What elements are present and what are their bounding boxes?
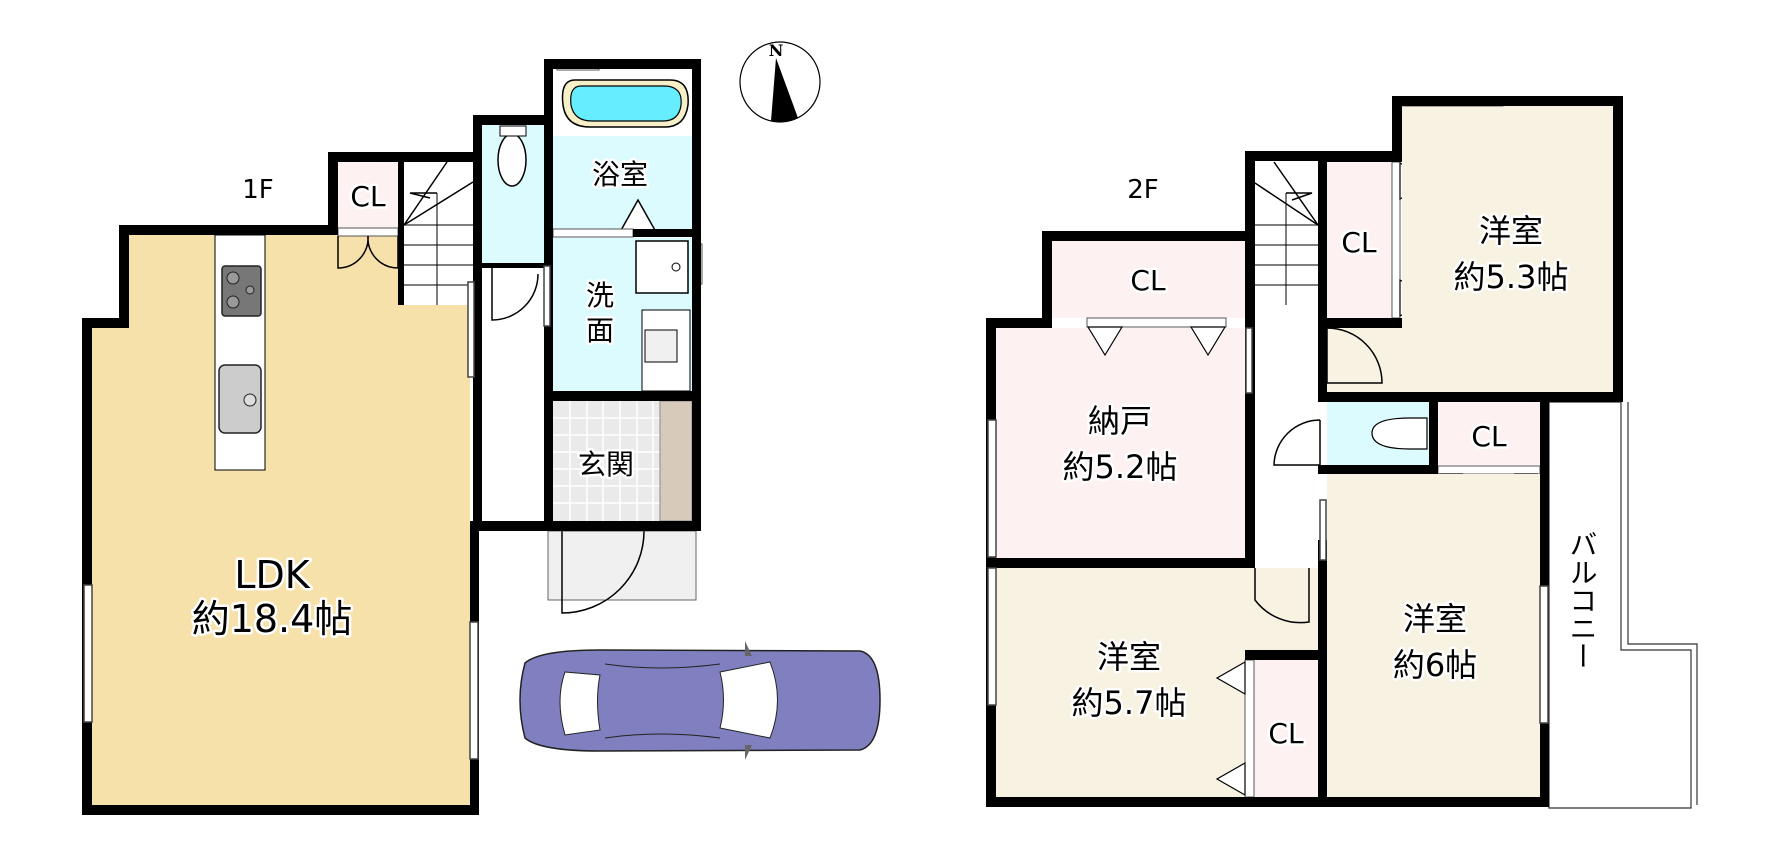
sink-icon	[218, 364, 262, 434]
room-cl-2f-top	[1052, 241, 1245, 318]
room-area-ldk: 約18.4帖	[192, 597, 353, 641]
toilet-icon	[497, 133, 527, 187]
room-label-cl-2f-right: CL	[1341, 226, 1377, 259]
stove-icon	[221, 265, 262, 317]
car-icon	[519, 641, 881, 760]
room-cl-2f-mid	[1438, 402, 1540, 465]
room-label-western-6: 洋室	[1403, 600, 1467, 638]
room-cl-2f-right	[1327, 162, 1392, 318]
room-western-6	[1327, 474, 1540, 797]
room-area-western-53: 約5.3帖	[1454, 258, 1569, 296]
room-label-western-57: 洋室	[1097, 638, 1161, 676]
window	[987, 567, 997, 706]
room-label-cl-2f-bottom: CL	[1268, 717, 1304, 750]
room-label-western-53: 洋室	[1479, 212, 1543, 250]
window	[1245, 327, 1253, 394]
window	[83, 584, 93, 723]
room-label-washroom-2: 面	[586, 314, 614, 347]
stairs-2f	[1254, 161, 1319, 305]
floor-1f: 1F CL 浴室 洗 面 玄関 LDK 約18.4帖	[82, 59, 703, 815]
room-label-cl-2f-top: CL	[1130, 264, 1166, 297]
floor-label-2f: 2F	[1127, 175, 1159, 205]
north-compass: N	[739, 41, 821, 123]
window	[987, 419, 997, 558]
room-storage	[996, 328, 1245, 558]
north-arrow-icon	[771, 58, 798, 122]
room-label-entrance: 玄関	[578, 448, 634, 481]
room-ldk	[92, 222, 470, 805]
room-western-53	[1327, 106, 1613, 392]
room-label-balcony: バルコニー	[1566, 530, 1599, 670]
room-label-ldk: LDK	[234, 553, 310, 597]
window	[469, 621, 479, 760]
room-label-cl-1f: CL	[350, 180, 386, 213]
room-label-washroom-1: 洗	[586, 279, 614, 312]
room-label-storage: 納戸	[1088, 402, 1152, 440]
room-hall-2f	[1255, 305, 1318, 560]
window	[1539, 585, 1549, 724]
window	[467, 281, 475, 378]
room-area-western-57: 約5.7帖	[1072, 684, 1187, 722]
floor-2f: 2F CL CL 洋室 約5.3帖 納戸 約5.2帖 CL 洋室 約5.7帖 C…	[986, 96, 1698, 809]
room-western-57	[996, 568, 1318, 797]
stairs-1f	[403, 161, 474, 305]
window	[1319, 499, 1327, 561]
porch	[547, 530, 697, 601]
toilet-icon	[1371, 417, 1428, 450]
room-cl-1f	[338, 162, 398, 228]
floor-label-1f: 1F	[242, 175, 274, 205]
svg-text:N: N	[769, 41, 784, 60]
room-label-cl-2f-mid: CL	[1471, 420, 1507, 453]
room-cl-2f-bottom	[1254, 660, 1318, 797]
room-label-bath: 浴室	[592, 158, 648, 191]
room-area-storage: 約5.2帖	[1063, 448, 1178, 486]
window	[543, 265, 551, 327]
room-area-western-6: 約6帖	[1393, 646, 1477, 684]
